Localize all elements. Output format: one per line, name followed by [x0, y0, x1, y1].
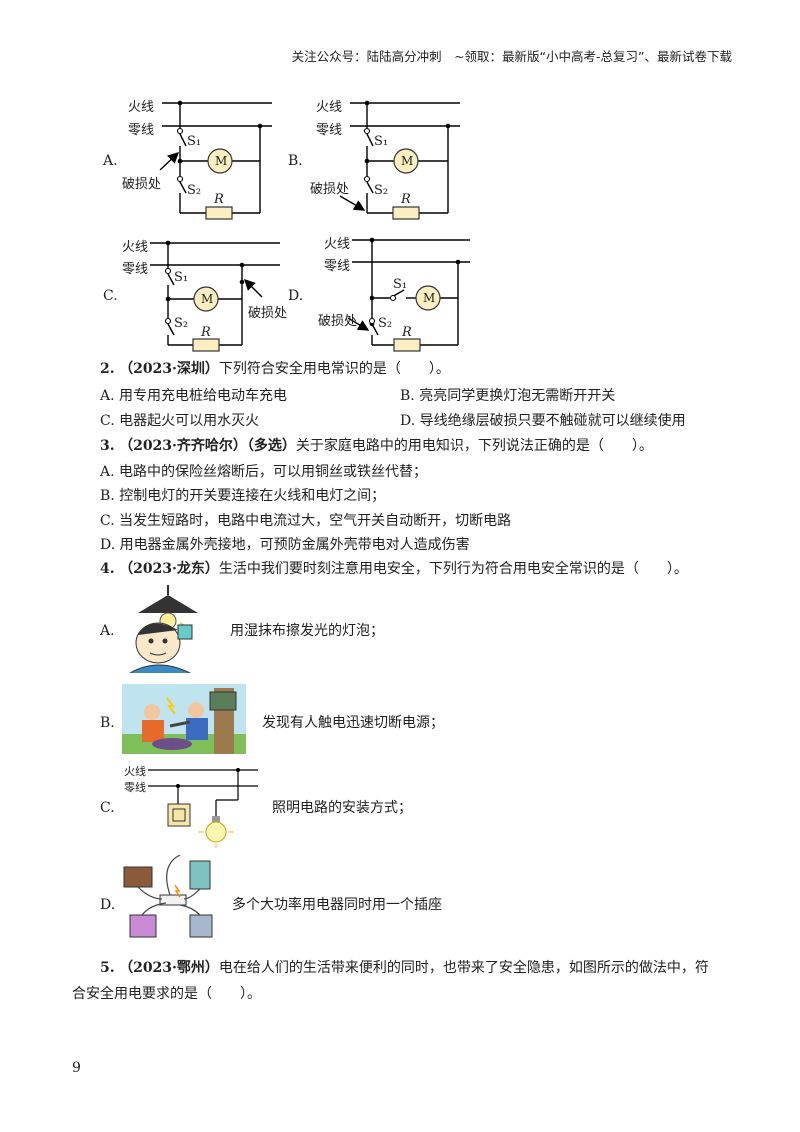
- question-number: 3.: [100, 438, 115, 454]
- option-b-label: B.: [288, 153, 303, 169]
- question-number: 4.: [100, 561, 115, 577]
- rescue-illustration: [122, 684, 246, 754]
- question-stem: 下列符合安全用电常识的是（ ）。: [218, 361, 450, 377]
- switch-s2-label: S₂: [378, 316, 393, 331]
- question-stem-line1: 电在给人们的生活带来便利的同时，也带来了安全隐患，如图所示的做法中，符: [218, 960, 709, 976]
- q4-option-b-letter: B.: [100, 715, 115, 731]
- damage-label: 破损处: [318, 314, 358, 329]
- switch-s1-label: S₁: [374, 134, 389, 149]
- question-5: 5. （2023·鄂州）电在给人们的生活带来便利的同时，也带来了安全隐患，如图所…: [100, 961, 709, 975]
- neutral-wire-label: 零线: [122, 262, 149, 277]
- question-number: 5.: [100, 960, 115, 976]
- neutral-wire-label: 零线: [324, 259, 351, 274]
- damage-label: 破损处: [310, 182, 350, 197]
- q4-option-a-letter: A.: [100, 623, 115, 639]
- overloaded-socket-illustration: [123, 855, 213, 938]
- q2-option-c: C. 电器起火可以用水灭火: [100, 413, 260, 429]
- q4-option-c-letter: C.: [100, 800, 115, 816]
- page-header: 关注公众号：陆陆高分冲刺 ~领取：最新版“小中高考-总复习”、最新试卷下载: [291, 49, 732, 64]
- q4-option-d-letter: D.: [100, 897, 116, 913]
- q3-option-c: C. 当发生短路时，电路中电流过大，空气开关自动断开，切断电路: [100, 513, 512, 529]
- q3-option-b: B. 控制电灯的开关要连接在火线和电灯之间；: [100, 488, 386, 504]
- q4-option-c-text: 照明电路的安装方式；: [272, 800, 412, 816]
- switch-s2-label: S₂: [374, 183, 389, 198]
- question-number: 2.: [100, 361, 115, 377]
- q2-option-a: A. 用专用充电桩给电动车充电: [100, 388, 288, 404]
- motor-label: M: [215, 154, 228, 168]
- neutral-wire-label: 零线: [124, 781, 146, 794]
- lighting-circuit-diagram: [148, 768, 258, 848]
- switch-s1-label: S₁: [393, 277, 408, 292]
- motor-label: M: [423, 291, 436, 305]
- live-wire-label: 火线: [316, 100, 343, 115]
- q2-option-b: B. 亮亮同学更换灯泡无需断开开关: [400, 388, 616, 404]
- motor-label: M: [401, 154, 414, 168]
- q3-option-d: D. 用电器金属外壳接地，可预防金属外壳带电对人造成伤害: [100, 537, 470, 553]
- neutral-wire-label: 零线: [316, 123, 343, 138]
- question-stem: 关于家庭电路中的用电知识，下列说法正确的是（ ）。: [295, 438, 653, 454]
- motor-label: M: [201, 292, 214, 306]
- question-source: （2023·鄂州）: [119, 960, 219, 976]
- resistor-label: R: [214, 192, 224, 207]
- page-number: 9: [72, 1060, 81, 1076]
- resistor-label: R: [401, 192, 411, 207]
- q2-option-d: D. 导线绝缘层破损只要不触碰就可以继续使用: [400, 413, 686, 429]
- q3-option-a: A. 电路中的保险丝熔断后，可以用铜丝或铁丝代替；: [100, 464, 428, 480]
- q4-option-d-text: 多个大功率用电器同时用一个插座: [232, 897, 442, 913]
- live-wire-label: 火线: [122, 240, 149, 255]
- option-a-label: A.: [103, 153, 118, 169]
- q4-option-a-text: 用湿抹布擦发光的灯泡；: [230, 623, 384, 639]
- switch-s1-label: S₁: [187, 134, 202, 149]
- resistor-label: R: [402, 325, 412, 340]
- option-c-label: C.: [103, 288, 118, 304]
- resistor-label: R: [201, 325, 211, 340]
- wiping-lamp-illustration: [129, 585, 198, 673]
- question-stem-line2: 合安全用电要求的是（ ）。: [72, 986, 261, 1002]
- damage-label: 破损处: [122, 177, 162, 192]
- switch-s2-label: S₂: [174, 316, 189, 331]
- switch-s2-label: S₂: [187, 183, 202, 198]
- neutral-wire-label: 零线: [128, 123, 155, 138]
- question-2: 2. （2023·深圳）下列符合安全用电常识的是（ ）。: [100, 362, 450, 376]
- question-stem: 生活中我们要时刻注意用电安全，下列行为符合用电安全常识的是（ ）。: [218, 561, 688, 577]
- option-d-label: D.: [288, 288, 304, 304]
- question-source: （2023·龙东）: [119, 561, 219, 577]
- damage-label: 破损处: [248, 306, 288, 321]
- question-source: （2023·齐齐哈尔）（多选）: [119, 438, 296, 454]
- question-3: 3. （2023·齐齐哈尔）（多选）关于家庭电路中的用电知识，下列说法正确的是（…: [100, 439, 653, 453]
- live-wire-label: 火线: [128, 100, 155, 115]
- question-4: 4. （2023·龙东）生活中我们要时刻注意用电安全，下列行为符合用电安全常识的…: [100, 562, 688, 576]
- q4-option-b-text: 发现有人触电迅速切断电源；: [262, 715, 444, 731]
- question-source: （2023·深圳）: [119, 361, 219, 377]
- live-wire-label: 火线: [124, 765, 146, 778]
- circuit-diagrams: [150, 100, 470, 352]
- live-wire-label: 火线: [324, 237, 351, 252]
- switch-s1-label: S₁: [174, 270, 189, 285]
